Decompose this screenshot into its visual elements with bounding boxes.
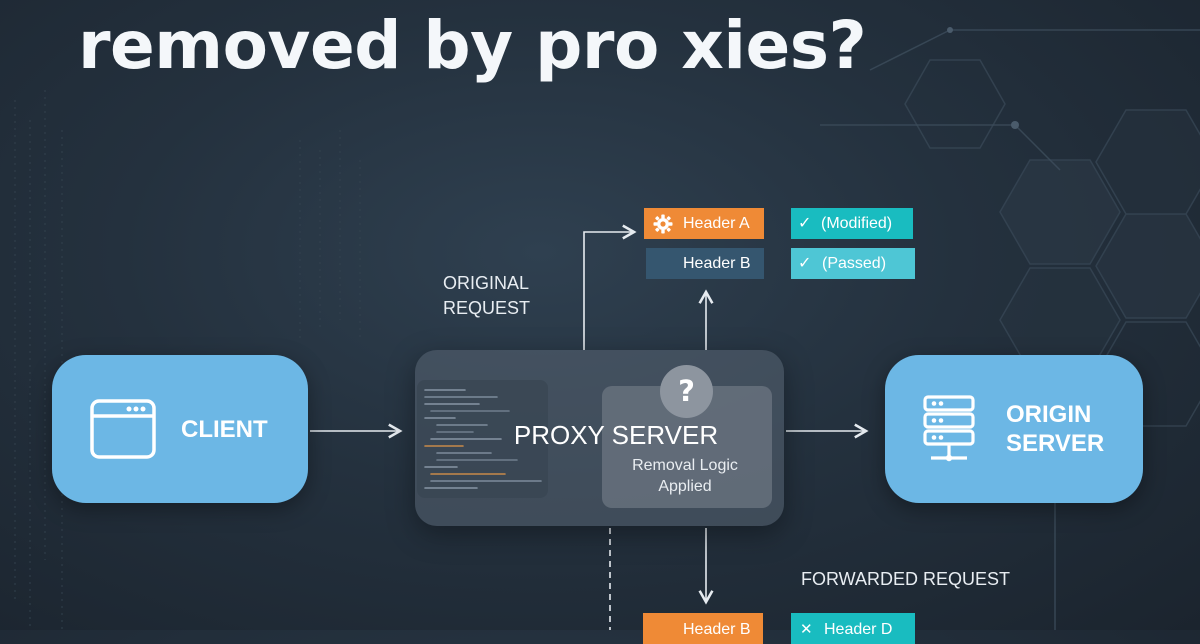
header-a-name: Header A xyxy=(683,215,750,232)
x-icon: ✕ xyxy=(800,621,813,638)
origin-server-node[interactable]: ORIGIN SERVER xyxy=(885,355,1143,503)
origin-server-label: ORIGIN SERVER xyxy=(1006,401,1105,457)
modified-status-text: (Modified) xyxy=(821,215,893,232)
passed-status-chip: ✓ (Passed) xyxy=(791,248,915,279)
client-node[interactable]: CLIENT xyxy=(52,355,308,503)
forwarded-request-label: FORWARDED REQUEST xyxy=(801,569,1011,589)
removal-logic-label: Removal Logic Applied xyxy=(632,457,738,495)
gear-icon xyxy=(653,214,673,239)
check-icon: ✓ xyxy=(798,215,812,232)
client-label: CLIENT xyxy=(181,416,268,443)
header-a-chip: Header A xyxy=(644,208,764,239)
browser-window-icon xyxy=(90,399,156,464)
header-b-chip: Header B xyxy=(646,248,764,279)
code-lines xyxy=(424,389,542,489)
forwarded-header-d-chip: ✕ Header D xyxy=(791,613,915,644)
code-snippet-panel xyxy=(417,380,548,498)
modified-status-chip: ✓ (Modified) xyxy=(791,208,913,239)
header-b-name: Header B xyxy=(683,255,751,272)
check-icon: ✓ xyxy=(798,255,812,272)
server-rack-icon xyxy=(921,395,977,468)
page-title: removed by pro xies? xyxy=(78,7,867,84)
forwarded-header-d-name: Header D xyxy=(824,621,893,638)
forwarded-header-b-chip: Header B xyxy=(643,613,763,644)
forwarded-header-b-name: Header B xyxy=(683,621,751,638)
original-request-label: ORIGINAL REQUEST xyxy=(443,273,531,318)
background-pattern xyxy=(14,27,1200,630)
proxy-server-label: PROXY SERVER xyxy=(513,420,719,450)
proxy-server-node[interactable]: ? PROXY SERVER Removal Logic Applied xyxy=(415,350,784,526)
passed-status-text: (Passed) xyxy=(822,255,887,272)
question-mark-icon: ? xyxy=(660,365,713,418)
